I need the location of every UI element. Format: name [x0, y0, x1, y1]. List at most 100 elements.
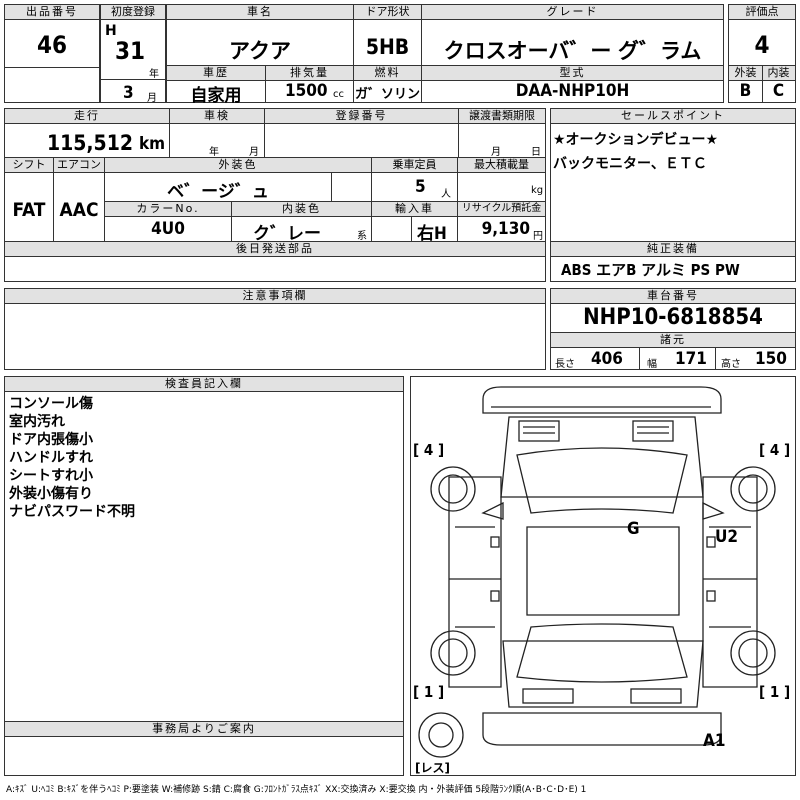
damage-mark-a1: A1	[703, 731, 726, 751]
chassis-label: 車台番号	[551, 289, 795, 304]
ac-label: エアコン	[54, 158, 104, 173]
lot-cell: 出品番号 46	[4, 4, 100, 103]
dims-label: 諸元	[551, 332, 795, 348]
era: H	[105, 23, 117, 39]
chassis-block: 車台番号 NHP10-6818854 諸元 長さ 406 幅 171 高さ 15…	[550, 288, 796, 370]
history-label: 車歴	[167, 66, 265, 81]
car-name: アクア	[229, 39, 291, 63]
int-color: ク゛レー	[253, 224, 321, 244]
inspector-note: シートすれ小	[9, 468, 93, 484]
length-label: 長さ	[555, 359, 575, 370]
score-label: 評価点	[729, 5, 795, 20]
height: 150	[755, 349, 787, 369]
recycle-label: リサイクル預託金	[458, 202, 545, 217]
inspection-month: 月	[249, 147, 259, 158]
mileage-unit: km	[139, 134, 166, 154]
inspector-note: 室内汚れ	[9, 414, 65, 430]
damage-mark-g: G	[627, 519, 640, 539]
recycle-fee: 9,130	[481, 219, 530, 239]
equipment: ABS エアB アルミ PS PW	[561, 261, 740, 279]
displacement-label: 排気量	[266, 66, 353, 81]
width-label: 幅	[647, 359, 657, 370]
model-label: 型式	[422, 66, 723, 81]
first-reg-label: 初度登録	[101, 5, 165, 20]
interior-label: 内装	[762, 66, 795, 81]
sales-point-block: セールスポイント ★オークションデビュー★ バックモニター、ＥＴＣ 純正装備 A…	[550, 108, 796, 282]
equipment-label: 純正装備	[551, 242, 795, 257]
tire-front-left: [ 4 ]	[413, 441, 445, 459]
grade: クロスオーバ゛ー グ゛ラム	[443, 39, 702, 63]
tire-rear-right: [ 1 ]	[759, 683, 791, 701]
top-main: 車名 アクア ドア形状 5HB グレード クロスオーバ゛ー グ゛ラム 車歴 自家…	[166, 4, 724, 106]
lot-number: 46	[36, 31, 68, 59]
chassis-number: NHP10-6818854	[583, 305, 763, 330]
model-code: DAA-NHP10H	[515, 81, 630, 101]
inspector-note: ハンドルすれ	[9, 450, 93, 466]
int-color-unit: 系	[357, 231, 367, 242]
tire-front-right: [ 4 ]	[759, 441, 791, 459]
sales-line-1: ★オークションデビュー★	[553, 132, 719, 148]
int-color-label: 内装色	[232, 202, 371, 217]
grade-label: グレード	[422, 5, 723, 20]
fuel: ガ゛ソリン	[354, 87, 420, 102]
later-parts-label: 後日発送部品	[5, 242, 545, 257]
score: 4	[754, 31, 770, 59]
ext-color-label: 外装色	[105, 158, 371, 173]
fuel-label: 燃料	[354, 66, 421, 81]
inspection-label: 車検	[170, 109, 264, 124]
spare-tire-label: [レス]	[415, 761, 450, 775]
ext-color: ベ゛ージ゛ュ	[167, 182, 269, 202]
color-no: 4U0	[151, 219, 185, 239]
inspector-label: 検査員記入欄	[5, 377, 403, 392]
capacity-unit: 人	[441, 189, 451, 200]
width: 171	[675, 349, 707, 369]
import-label: 輸入車	[372, 202, 457, 217]
interior-score: C	[772, 81, 785, 101]
mileage-label: 走行	[5, 109, 169, 124]
height-label: 高さ	[721, 359, 741, 370]
inspection-year: 年	[209, 147, 219, 158]
displacement: 1500	[285, 81, 328, 101]
month-unit: 月	[147, 93, 157, 104]
car-name-label: 車名	[167, 5, 353, 20]
import-handle: 右H	[417, 224, 447, 244]
displacement-unit: cc	[333, 89, 344, 100]
caution-label: 注意事項欄	[5, 289, 545, 304]
transfer-label: 譲渡書類期限	[459, 109, 545, 124]
inspector-note: コンソール傷	[9, 396, 93, 412]
mileage: 115,512	[46, 131, 133, 155]
details-block: 走行 115,512 km 車検 年 月 登録番号 譲渡書類期限 月 日 シフト…	[4, 108, 546, 282]
caution-block: 注意事項欄	[4, 288, 546, 370]
damage-mark-u2: U2	[715, 527, 739, 547]
color-no-label: カラーNo.	[105, 202, 231, 217]
reg-month: 3	[123, 83, 134, 103]
office-label: 事務局よりご案内	[5, 721, 403, 737]
capacity: 5	[415, 177, 426, 197]
capacity-label: 乗車定員	[372, 158, 457, 173]
history: 自家用	[190, 86, 242, 106]
regno-label: 登録番号	[265, 109, 458, 124]
ac: AAC	[59, 199, 99, 221]
year-unit: 年	[149, 69, 159, 80]
legend-footer: A:ｷｽﾞ U:ﾍｺﾐ B:ｷｽﾞを伴うﾍｺﾐ P:要塗装 W:補修跡 S:錆 …	[6, 785, 587, 795]
shift-label: シフト	[5, 158, 53, 173]
reg-year: 31	[115, 37, 146, 65]
exterior-label: 外装	[729, 66, 762, 81]
sales-line-2: バックモニター、ＥＴＣ	[553, 156, 707, 172]
inspector-note: ドア内張傷小	[9, 432, 93, 448]
door-label: ドア形状	[354, 5, 421, 20]
tire-rear-left: [ 1 ]	[413, 683, 445, 701]
transfer-month: 月	[491, 147, 501, 158]
shift: FAT	[12, 199, 46, 221]
exterior-score: B	[739, 81, 752, 101]
transfer-day: 日	[531, 147, 541, 158]
score-cell: 評価点 4 外装 内装 B C	[728, 4, 796, 103]
inspector-note: ナビパスワード不明	[9, 504, 135, 520]
inspector-note: 外装小傷有り	[9, 486, 93, 502]
sales-label: セールスポイント	[551, 109, 795, 124]
inspector-block: 検査員記入欄 コンソール傷 室内汚れ ドア内張傷小 ハンドルすれ シートすれ小 …	[4, 376, 404, 776]
first-registration-cell: 初度登録 H 31 年 3 月	[100, 4, 166, 104]
load-label: 最大積載量	[458, 158, 545, 173]
length: 406	[591, 349, 623, 369]
recycle-unit: 円	[533, 231, 543, 242]
